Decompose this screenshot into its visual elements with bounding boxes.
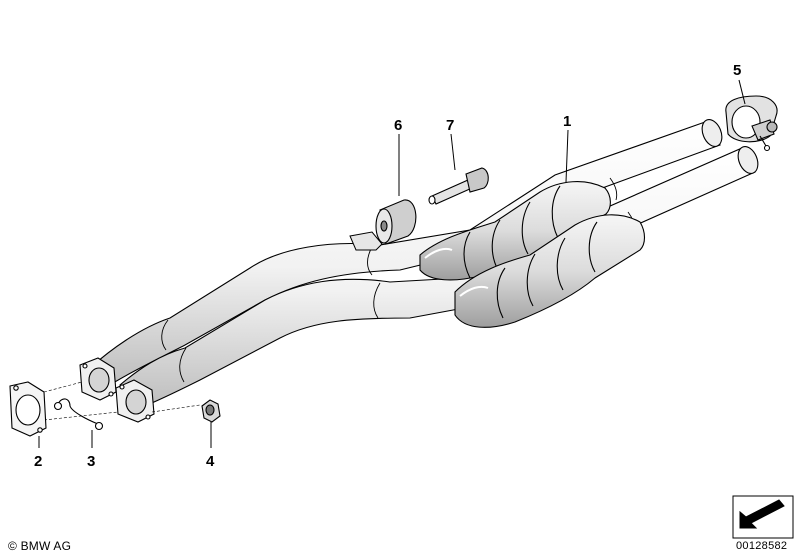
callout-5: 5	[733, 62, 741, 79]
catalytic-converter-upper	[419, 181, 611, 281]
callout-3: 3	[87, 453, 95, 470]
catalytic-converter-lower	[454, 214, 646, 328]
nut-part	[201, 399, 221, 423]
diagram-reference-number: 00128582	[736, 540, 788, 552]
callout-1: 1	[563, 113, 571, 130]
direction-arrow-icon	[732, 495, 794, 539]
copyright-label: © BMW AG	[8, 539, 72, 553]
pipe-clamp-part	[725, 95, 778, 152]
leader-lines	[38, 79, 746, 448]
callout-2: 2	[34, 453, 42, 470]
callout-7: 7	[446, 117, 454, 134]
callout-labels: 1 2 3 4 5 6 7	[34, 62, 741, 470]
clip-part	[53, 398, 104, 431]
rubber-mount-part	[375, 199, 417, 245]
callout-4: 4	[206, 453, 215, 470]
callout-6: 6	[394, 117, 402, 134]
bolt-part	[428, 167, 489, 205]
pipe-flange-lower	[115, 379, 155, 423]
gasket-part	[9, 381, 47, 437]
mounting-bracket	[349, 231, 383, 251]
pipe-flange-upper	[79, 357, 117, 401]
